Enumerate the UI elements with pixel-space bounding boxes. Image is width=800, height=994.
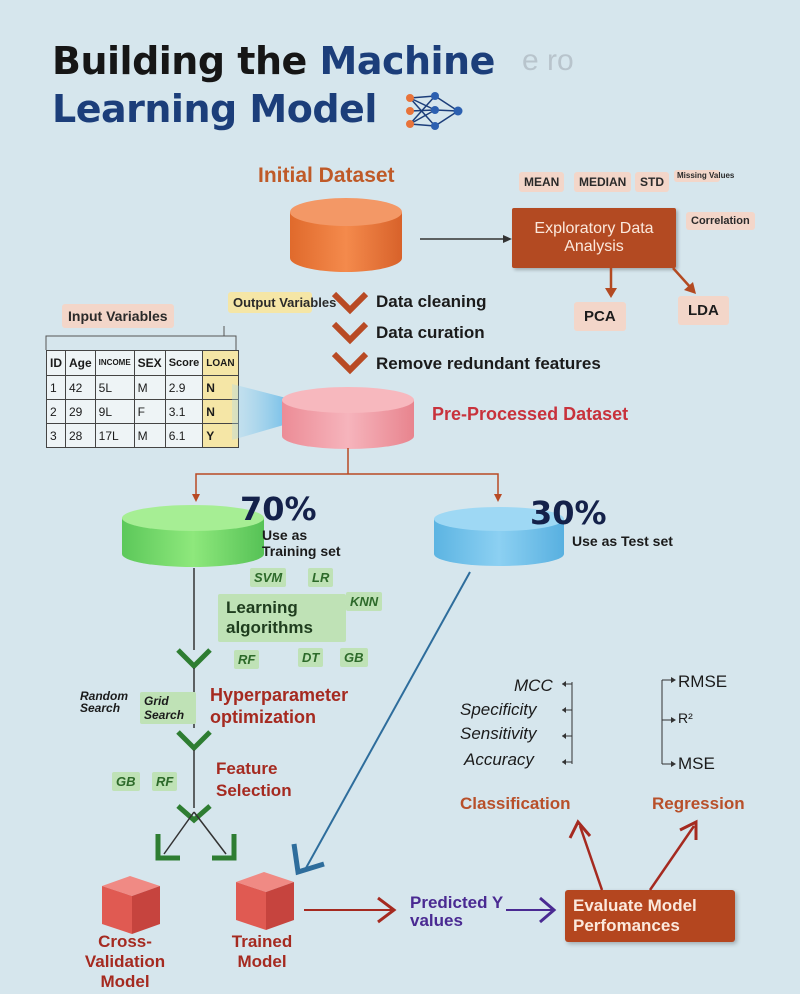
algo-tag-svm: SVM <box>250 568 287 587</box>
algo-tag-lr: LR <box>308 568 334 587</box>
table-cell: M <box>133 375 166 400</box>
lda-box: LDA <box>678 296 729 325</box>
evaluate-up-arrows <box>568 819 698 891</box>
table-cell: 2.9 <box>164 375 204 400</box>
feature-selection-label: Feature Selection <box>216 759 292 800</box>
preprocessed-dataset-label: Pre-Processed Dataset <box>432 404 629 424</box>
table-cell: 1 <box>46 375 66 400</box>
algo-tag-knn: KNN <box>346 592 383 611</box>
page-title-line2: Learning Model <box>52 86 377 132</box>
pca-box: PCA <box>574 302 626 331</box>
table-cell: 28 <box>65 423 96 448</box>
trained-model-label: Trained Model <box>231 932 293 971</box>
test-label: Use as Test set <box>572 533 673 549</box>
title-line1-part2: Machine <box>319 39 496 83</box>
test-to-model-arrow <box>291 571 471 876</box>
table-cell: 9L <box>94 399 135 424</box>
page-title: Building the Machine <box>52 38 495 84</box>
metric-r2: R² <box>678 710 693 726</box>
sample-data-table: ID Age INCOME SEX Score LOAN 1 42 5L M 2… <box>46 350 239 448</box>
th-age: Age <box>65 350 96 376</box>
input-variables-label: Input Variables <box>62 304 174 328</box>
predicted-to-evaluate-arrow <box>506 896 557 924</box>
step-remove-redundant: Remove redundant features <box>376 354 601 373</box>
initial-dataset-cylinder <box>290 198 402 272</box>
arrow-to-eda <box>420 235 512 243</box>
learning-algorithms-box: Learning algorithms <box>218 594 346 642</box>
th-score: Score <box>164 350 204 376</box>
table-row: 2 29 9L F 3.1 N <box>46 399 239 424</box>
th-loan: LOAN <box>202 350 239 376</box>
eda-box: Exploratory Data Analysis <box>512 208 676 268</box>
table-cell: F <box>133 399 166 424</box>
test-percent: 30% <box>530 494 607 532</box>
model-to-predicted-arrow <box>304 896 397 924</box>
feature-tag-gb: GB <box>112 772 140 791</box>
table-cell: 5L <box>94 375 135 400</box>
trained-model-cube <box>236 872 294 930</box>
table-cell: 3.1 <box>164 399 204 424</box>
metric-rmse: RMSE <box>678 672 728 691</box>
metric-mse: MSE <box>678 754 715 773</box>
metric-mcc: MCC <box>514 676 553 695</box>
cross-validation-cube <box>102 876 160 934</box>
initial-dataset-label: Initial Dataset <box>258 164 395 187</box>
faded-text: e ro <box>522 44 574 77</box>
search-tag-random: Random Search <box>80 689 128 715</box>
table-header-row: ID Age INCOME SEX Score LOAN <box>46 350 239 376</box>
search-tag-grid: Grid Search <box>140 692 196 724</box>
th-sex: SEX <box>133 350 166 376</box>
step-data-cleaning: Data cleaning <box>376 292 487 311</box>
metric-specificity: Specificity <box>460 700 537 719</box>
table-cell: M <box>133 423 166 448</box>
table-row: 1 42 5L M 2.9 N <box>46 375 239 400</box>
output-variables-label: Output Variables <box>228 292 336 313</box>
table-cell: 29 <box>65 399 96 424</box>
predicted-y-label: Predicted Y values <box>410 893 503 930</box>
title-line2-text: Learning Model <box>52 87 377 131</box>
regression-label: Regression <box>652 794 745 813</box>
step-data-curation: Data curation <box>376 323 485 342</box>
classification-label: Classification <box>460 794 571 813</box>
feature-tag-rf: RF <box>152 772 178 791</box>
table-cell: 6.1 <box>164 423 204 448</box>
test-set-cylinder <box>434 507 564 566</box>
stat-tag-mean: MEAN <box>519 172 565 192</box>
evaluate-model-box: Evaluate Model Perfomances <box>565 890 735 942</box>
stat-tag-median: MEDIAN <box>574 172 632 192</box>
chevron-down-icons <box>331 291 369 375</box>
table-row: 3 28 17L M 6.1 Y <box>46 423 239 448</box>
th-id: ID <box>46 350 66 376</box>
stat-tag-missing-values: Missing Values <box>674 170 734 182</box>
preprocessed-dataset-cylinder <box>282 387 414 449</box>
metric-accuracy: Accuracy <box>464 750 534 769</box>
table-cell: 17L <box>94 423 135 448</box>
title-line1-part1: Building the <box>52 39 320 83</box>
metric-sensitivity: Sensitivity <box>460 724 537 743</box>
training-pipeline-arrows <box>155 568 237 861</box>
th-income: INCOME <box>94 350 135 376</box>
train-percent: 70% <box>240 490 317 528</box>
algo-tag-gb: GB <box>340 648 368 667</box>
correlation-tag: Correlation <box>686 212 755 230</box>
classification-bracket <box>562 681 573 765</box>
train-label: Use as Training set <box>262 527 341 559</box>
table-cell: 3 <box>46 423 66 448</box>
algo-tag-dt: DT <box>298 648 324 667</box>
stat-tag-std: STD <box>635 172 669 192</box>
variable-brackets <box>45 326 237 350</box>
eda-arrows <box>605 268 696 298</box>
neural-network-icon <box>406 92 463 130</box>
split-arrows <box>192 448 502 502</box>
table-cell: 2 <box>46 399 66 424</box>
table-cell: 42 <box>65 375 96 400</box>
algo-tag-rf: RF <box>234 650 260 669</box>
hyperparameter-label: Hyperparameter optimization <box>210 685 349 727</box>
eda-label: Exploratory Data Analysis <box>534 220 654 255</box>
cross-validation-label: Cross-Validation Model <box>84 932 166 991</box>
regression-bracket <box>661 677 676 767</box>
training-set-cylinder <box>122 505 264 567</box>
